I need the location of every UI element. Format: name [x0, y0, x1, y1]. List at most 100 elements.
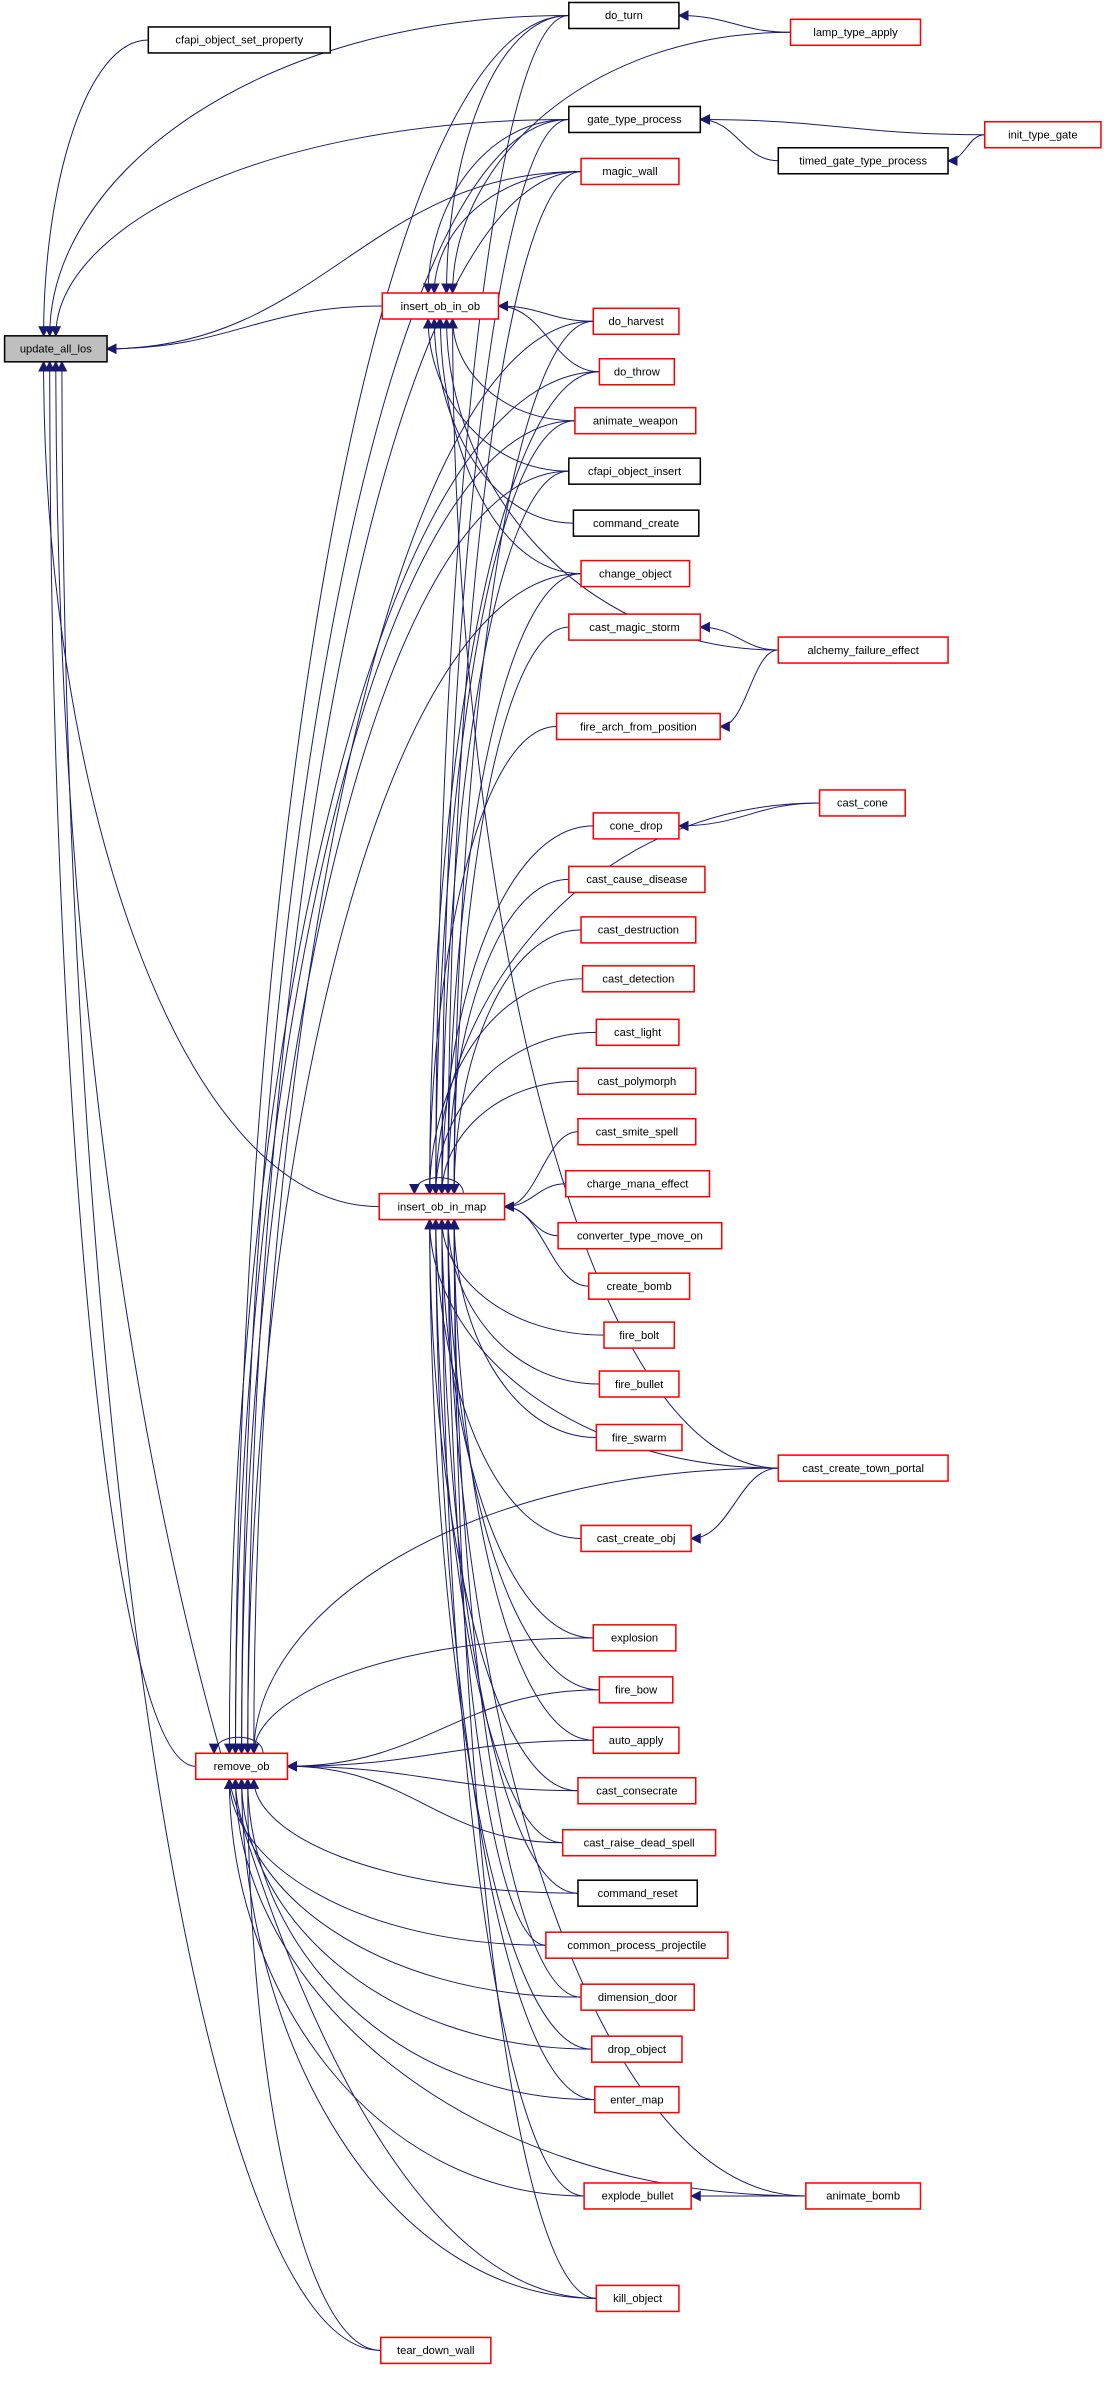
node-cast-create-obj[interactable]: cast_create_obj	[580, 1524, 692, 1553]
node-cast-smite-spell[interactable]: cast_smite_spell	[577, 1117, 697, 1146]
edge-gate_type_process-to-insert_ob_in_map	[436, 118, 569, 1195]
node-explode-bullet[interactable]: explode_bullet	[583, 2182, 692, 2210]
edge-common_process_projectile-to-remove_ob	[224, 1778, 546, 1946]
node-magic-wall[interactable]: magic_wall	[580, 157, 680, 186]
node-box	[378, 1192, 506, 1221]
node-change-object[interactable]: change_object	[580, 559, 691, 588]
node-box	[983, 120, 1102, 149]
node-animate-bomb[interactable]: animate_bomb	[805, 2182, 922, 2210]
node-init-type-gate[interactable]: init_type_gate	[983, 120, 1102, 149]
node-box	[598, 1370, 680, 1398]
node-box	[147, 26, 332, 54]
node-label: cast_cause_disease	[586, 874, 687, 886]
node-label: cfapi_object_set_property	[175, 35, 303, 47]
node-remove-ob[interactable]: remove_ob	[194, 1752, 289, 1781]
edge-insert_ob_in_ob-to-update_all_los	[105, 305, 383, 355]
node-create-bomb[interactable]: create_bomb	[587, 1272, 691, 1300]
node-box	[603, 1321, 676, 1349]
node-label: insert_ob_in_ob	[401, 301, 480, 313]
edge-create_bomb-to-insert_ob_in_map	[503, 1201, 589, 1287]
node-do-turn[interactable]: do_turn	[568, 1, 680, 30]
node-fire-swarm[interactable]: fire_swarm	[595, 1423, 683, 1452]
node-box	[777, 1454, 949, 1482]
node-label: insert_ob_in_map	[398, 1201, 487, 1213]
edge-init_type_gate-to-gate_type_process	[699, 114, 985, 136]
edge-change_object-to-remove_ob	[242, 573, 582, 1755]
edge-auto_apply-to-remove_ob	[286, 1739, 594, 1772]
node-box	[3, 335, 108, 363]
edge-tear_down_wall-to-update_all_los	[56, 360, 381, 2351]
node-cast-polymorph[interactable]: cast_polymorph	[577, 1067, 697, 1096]
node-cast-detection[interactable]: cast_detection	[581, 965, 695, 993]
node-cast-create-town-portal[interactable]: cast_create_town_portal	[777, 1454, 949, 1482]
edge-explode_bullet-to-remove_ob	[224, 1778, 585, 2197]
edge-auto_apply-to-insert_ob_in_map	[448, 1218, 594, 1741]
node-tear-down-wall[interactable]: tear_down_wall	[379, 2336, 492, 2365]
node-animate-weapon[interactable]: animate_weapon	[574, 406, 697, 435]
node-alchemy-failure-effect[interactable]: alchemy_failure_effect	[777, 636, 949, 664]
edge-explosion-to-insert_ob_in_map	[436, 1218, 594, 1639]
node-label: animate_bomb	[826, 2191, 900, 2203]
node-label: lamp_type_apply	[813, 27, 898, 39]
node-label: dimension_door	[598, 1992, 678, 2004]
node-kill-object[interactable]: kill_object	[595, 2284, 680, 2313]
node-explosion[interactable]: explosion	[592, 1624, 677, 1652]
node-cast-raise-dead-spell[interactable]: cast_raise_dead_spell	[561, 1828, 717, 1857]
node-cfapi-object-set-property[interactable]: cfapi_object_set_property	[147, 26, 332, 54]
node-cast-cone[interactable]: cast_cone	[818, 789, 906, 817]
node-converter-type-move-on[interactable]: converter_type_move_on	[557, 1221, 723, 1250]
edge-do_turn-to-insert_ob_in_ob	[441, 14, 569, 295]
node-fire-arch-from-position[interactable]: fire_arch_from_position	[555, 712, 721, 741]
edge-common_process_projectile-to-insert_ob_in_map	[442, 1218, 546, 1946]
node-insert-ob-in-ob[interactable]: insert_ob_in_ob	[381, 292, 500, 320]
node-cast-destruction[interactable]: cast_destruction	[580, 916, 697, 944]
edge-cfapi_object_insert-to-insert_ob_in_map	[436, 470, 569, 1195]
node-label: do_turn	[605, 10, 643, 22]
edge-explosion-to-remove_ob	[248, 1637, 594, 1755]
node-do-harvest[interactable]: do_harvest	[592, 307, 680, 336]
node-label: magic_wall	[602, 166, 657, 178]
node-auto-apply[interactable]: auto_apply	[592, 1726, 680, 1755]
node-label: fire_arch_from_position	[580, 721, 697, 733]
node-cast-cause-disease[interactable]: cast_cause_disease	[568, 865, 706, 894]
node-box	[580, 1983, 695, 2011]
node-label: cast_destruction	[598, 925, 679, 937]
node-command-reset[interactable]: command_reset	[577, 1879, 699, 1907]
node-cast-magic-storm[interactable]: cast_magic_storm	[568, 613, 702, 641]
node-box	[568, 457, 702, 485]
edge-do_throw-to-insert_ob_in_map	[424, 371, 600, 1195]
node-gate-type-process[interactable]: gate_type_process	[568, 105, 702, 134]
node-do-throw[interactable]: do_throw	[598, 358, 676, 386]
node-drop-object[interactable]: drop_object	[590, 2035, 683, 2063]
node-fire-bolt[interactable]: fire_bolt	[603, 1321, 676, 1349]
node-lamp-type-apply[interactable]: lamp_type_apply	[789, 18, 922, 47]
node-cone-drop[interactable]: cone_drop	[592, 812, 680, 840]
node-label: cast_polymorph	[597, 1076, 676, 1088]
node-cfapi-object-insert[interactable]: cfapi_object_insert	[568, 457, 702, 485]
node-label: cast_create_obj	[597, 1533, 676, 1545]
node-common-process-projectile[interactable]: common_process_projectile	[545, 1931, 729, 1959]
node-fire-bow[interactable]: fire_bow	[598, 1676, 674, 1704]
node-update-all-los[interactable]: update_all_los	[3, 335, 108, 363]
node-timed-gate-type-process[interactable]: timed_gate_type_process	[777, 146, 949, 175]
node-dimension-door[interactable]: dimension_door	[580, 1983, 695, 2011]
node-box	[580, 559, 691, 588]
edge-cast_create_town_portal-to-remove_ob	[248, 1467, 779, 1755]
node-cast-light[interactable]: cast_light	[595, 1018, 680, 1047]
edge-cfapi_object_insert-to-insert_ob_in_ob	[422, 317, 569, 472]
edge-cast_create_town_portal-to-cast_create_obj	[690, 1467, 779, 1544]
node-cast-consecrate[interactable]: cast_consecrate	[577, 1776, 697, 1805]
node-command-create[interactable]: command_create	[572, 509, 700, 537]
node-charge-mana-effect[interactable]: charge_mana_effect	[564, 1169, 711, 1198]
edge-remove_ob-to-update_all_los	[44, 360, 196, 1767]
node-fire-bullet[interactable]: fire_bullet	[598, 1370, 680, 1398]
edge-do_harvest-to-insert_ob_in_ob	[497, 300, 594, 322]
node-label: remove_ob	[214, 1761, 270, 1773]
node-insert-ob-in-map[interactable]: insert_ob_in_map	[378, 1192, 506, 1221]
edge-alchemy_failure_effect-to-fire_arch_from_position	[719, 649, 779, 732]
edge-lamp_type_apply-to-insert_ob_in_ob	[447, 31, 791, 295]
edge-alchemy_failure_effect-to-cast_magic_storm	[699, 621, 779, 651]
node-box	[572, 509, 700, 537]
node-enter-map[interactable]: enter_map	[594, 2085, 680, 2114]
